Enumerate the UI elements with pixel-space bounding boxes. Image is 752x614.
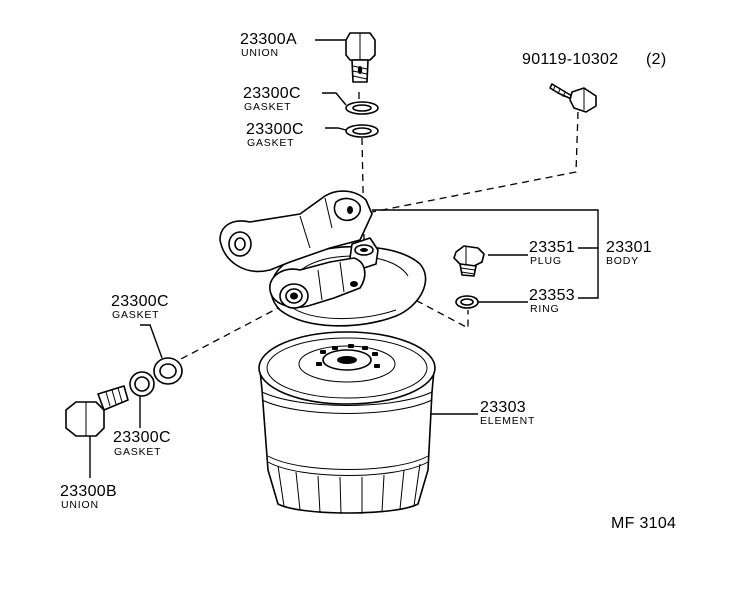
union-bolt-part	[345, 32, 376, 83]
part-name-label: GASKET	[244, 101, 291, 113]
gasket-left-1	[153, 357, 183, 385]
part-name-label: UNION	[61, 499, 99, 511]
bolt-part	[549, 83, 597, 113]
gasket-top-1	[345, 101, 379, 115]
callout-gasket-left-2: 23300C GASKET	[113, 429, 171, 458]
part-number-label: 23351	[529, 239, 575, 256]
part-number-label: 23303	[480, 399, 526, 416]
gasket-top-2	[345, 124, 379, 138]
part-name-label: GASKET	[114, 446, 161, 458]
part-name-label: GASKET	[112, 309, 159, 321]
part-number-label: 23300C	[113, 429, 171, 446]
part-number-label: 23353	[529, 287, 575, 304]
part-name-label: PLUG	[530, 255, 562, 267]
callout-bolt: 90119-10302 (2)	[522, 51, 666, 68]
filter-body-part	[219, 190, 427, 327]
part-number-label: 23300C	[243, 85, 301, 102]
plug-part	[453, 245, 485, 277]
callout-plug: 23351 PLUG	[529, 239, 575, 267]
part-number-label: 23300A	[240, 31, 297, 48]
callout-ring: 23353 RING	[529, 287, 575, 315]
callout-union-b: 23300B UNION	[60, 483, 117, 511]
part-number-label: 23300B	[60, 483, 117, 500]
part-name-label: ELEMENT	[480, 415, 535, 427]
callout-union-a: 23300A UNION	[240, 31, 297, 59]
quantity-label: (2)	[646, 51, 666, 68]
callout-gasket-top-2: 23300C GASKET	[246, 121, 304, 149]
callout-body: 23301 BODY	[606, 239, 652, 267]
part-name-label: BODY	[606, 255, 639, 267]
part-number-label: 90119-10302	[522, 51, 618, 68]
part-number-label: 23300C	[246, 121, 304, 138]
diagram-code: MF 3104	[611, 515, 676, 532]
part-number-label: 23300C	[111, 293, 169, 310]
filter-element-part	[258, 331, 436, 515]
leader-lines	[89, 39, 599, 478]
part-number-label: 23301	[606, 239, 652, 256]
callout-gasket-left-1: 23300C GASKET	[111, 293, 169, 321]
callout-element: 23303 ELEMENT	[480, 399, 535, 427]
part-name-label: RING	[530, 303, 559, 315]
part-name-label: GASKET	[247, 137, 294, 149]
part-name-label: UNION	[241, 47, 279, 59]
gasket-left-2	[129, 371, 155, 397]
ring-part	[455, 295, 479, 309]
union-b-part	[65, 385, 129, 437]
callout-gasket-top-1: 23300C GASKET	[243, 85, 301, 113]
